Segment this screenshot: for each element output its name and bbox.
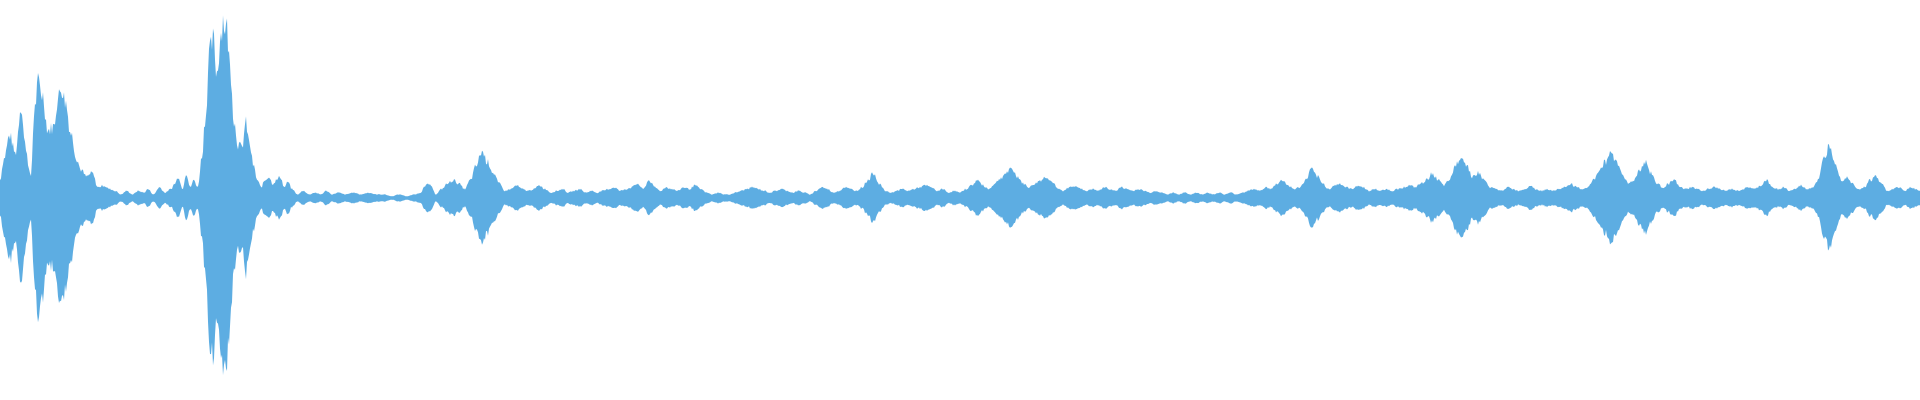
waveform-shape [0, 15, 1920, 376]
